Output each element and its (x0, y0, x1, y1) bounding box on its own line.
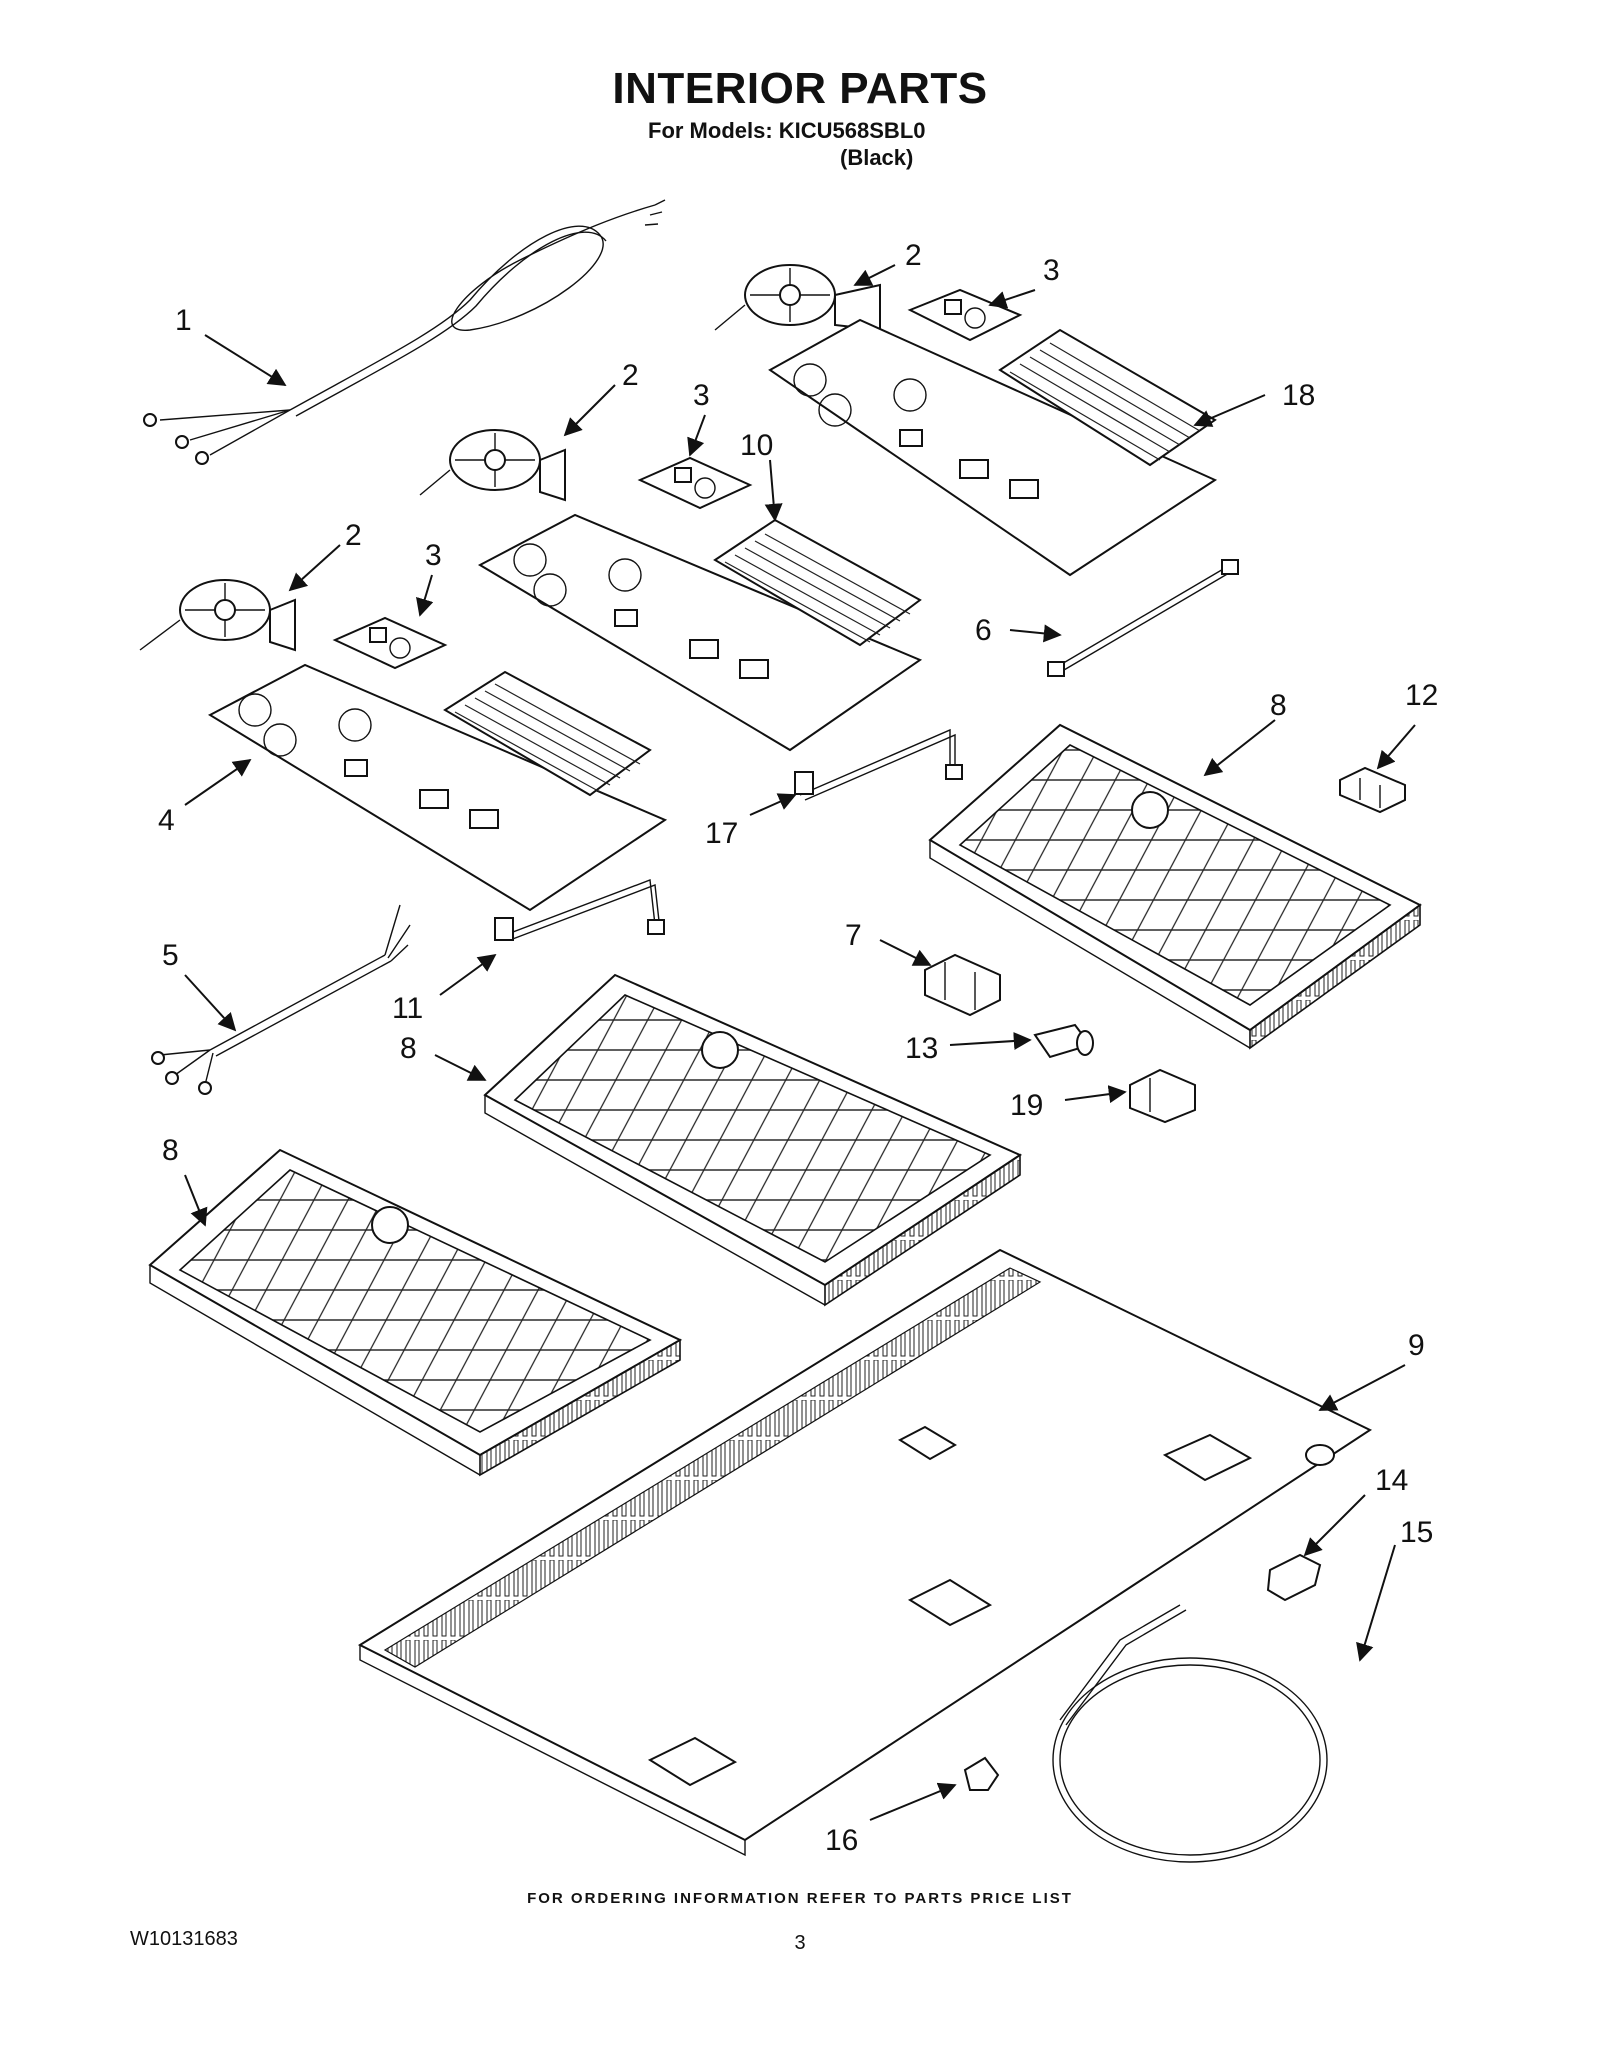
wire-bundle-part (151, 904, 411, 1095)
callout-10: 10 (740, 429, 773, 462)
callout-2: 2 (345, 519, 362, 552)
flex-hose-part (1052, 1604, 1328, 1863)
callout-7: 7 (845, 919, 862, 952)
callout-17: 17 (705, 817, 738, 850)
callout-2: 2 (622, 359, 639, 392)
callout-2: 2 (905, 239, 922, 272)
callout-labels: 1 2 2 2 3 3 3 4 5 6 7 8 8 8 9 10 11 12 1… (158, 239, 1438, 1857)
small-control-board-part (332, 616, 448, 670)
models-line: For Models: KICU568SBL0 (648, 118, 926, 143)
callout-19: 19 (1010, 1089, 1043, 1122)
ribbon-harness-part (494, 879, 665, 941)
callout-8: 8 (400, 1032, 417, 1065)
small-control-board-part (637, 456, 753, 510)
callout-16: 16 (825, 1824, 858, 1857)
callout-3: 3 (693, 379, 710, 412)
callout-6: 6 (975, 614, 992, 647)
plug-part (963, 1756, 1000, 1791)
small-control-board-part (907, 288, 1023, 342)
power-cord-part (143, 199, 666, 465)
callout-9: 9 (1408, 1329, 1425, 1362)
document-number: W10131683 (130, 1928, 238, 1950)
cooling-fan-part (419, 429, 566, 502)
callout-leaders (184, 264, 1416, 1821)
callout-8: 8 (162, 1134, 179, 1167)
callout-1: 1 (175, 304, 192, 337)
callout-15: 15 (1400, 1516, 1433, 1549)
retaining-clip-part (1266, 1553, 1322, 1602)
wire-harness-part (1047, 559, 1239, 677)
callout-11: 11 (392, 992, 423, 1025)
bracket-part (924, 953, 1001, 1017)
main-power-board-part (477, 513, 923, 752)
callout-12: 12 (1405, 679, 1438, 712)
page-title: INTERIOR PARTS (612, 64, 988, 113)
callout-13: 13 (905, 1032, 938, 1065)
callout-3: 3 (1043, 254, 1060, 287)
cooktop-panel-part (357, 1248, 1373, 1857)
callout-5: 5 (162, 939, 179, 972)
mounting-clip-part (1129, 1068, 1196, 1124)
mounting-clip-part (1339, 766, 1406, 814)
callout-14: 14 (1375, 1464, 1408, 1497)
callout-4: 4 (158, 804, 175, 837)
color-line: (Black) (840, 145, 914, 170)
page-number: 3 (794, 1932, 806, 1954)
support-tray-part (148, 1148, 683, 1477)
callout-18: 18 (1282, 379, 1315, 412)
main-power-board-part (768, 318, 1218, 577)
cooling-fan-part (139, 579, 296, 652)
support-tray-part (483, 973, 1023, 1307)
callout-3: 3 (425, 539, 442, 572)
ribbon-harness-part (794, 728, 963, 801)
ordering-note: FOR ORDERING INFORMATION REFER TO PARTS … (527, 1890, 1073, 1907)
cooling-fan-part (714, 264, 881, 332)
main-power-board-part (207, 663, 668, 912)
fuse-part (1033, 1023, 1094, 1059)
support-tray-part (928, 723, 1422, 1050)
callout-8: 8 (1270, 689, 1287, 722)
